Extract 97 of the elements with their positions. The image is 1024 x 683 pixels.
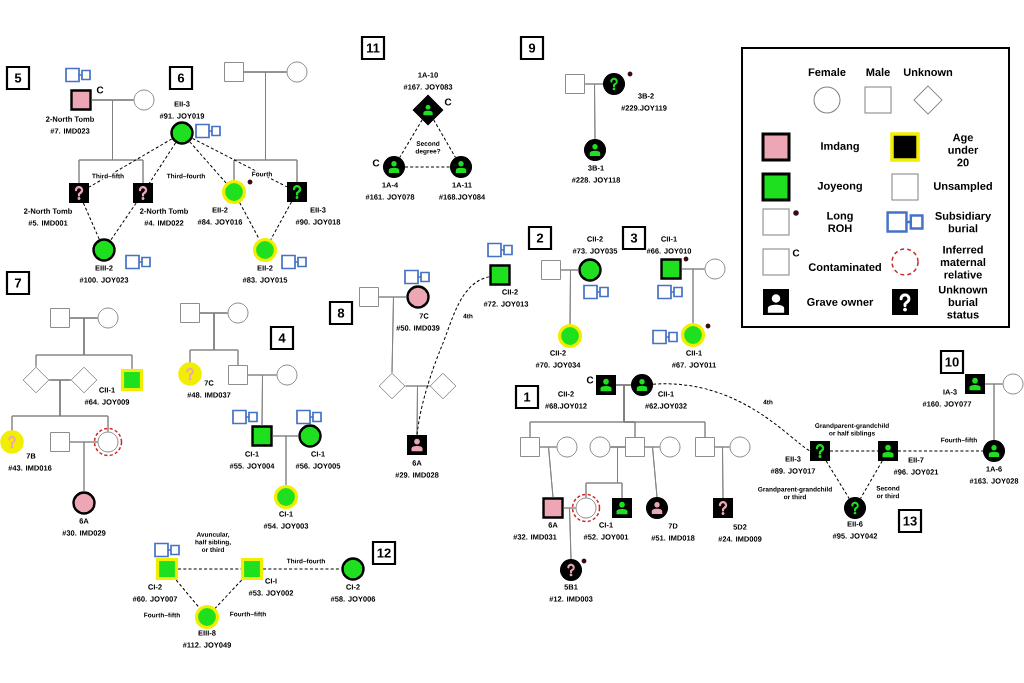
- kinship-line: [897, 450, 984, 452]
- pedigree-square: [180, 303, 200, 323]
- descent-line: [722, 446, 730, 499]
- pedigree-circle: [659, 436, 681, 458]
- panel-number: 12: [371, 540, 397, 566]
- kinship-line: [399, 119, 423, 159]
- descent-line: [265, 71, 298, 183]
- pedigree-circle: [1002, 373, 1024, 395]
- kinship-line: [88, 138, 173, 188]
- descent-line: [652, 446, 660, 498]
- kinship-line: [175, 579, 200, 609]
- descent-line: [83, 317, 133, 370]
- pedigree-circle: [286, 61, 308, 83]
- pedigree-diamond: [22, 366, 50, 394]
- pedigree-square: [50, 432, 70, 452]
- legend-label: Inferred maternal relative: [940, 245, 986, 279]
- legend-label: Grave owner: [807, 298, 874, 306]
- status-letter: C: [96, 86, 104, 94]
- descent-line: [285, 435, 299, 486]
- panel-number: 3: [621, 225, 647, 251]
- pedigree-diamond: [378, 372, 406, 400]
- legend-label: Unknown burial status: [938, 285, 988, 319]
- descent-line: [569, 507, 576, 560]
- kinship-line: [82, 202, 100, 240]
- pedigree-circle: [729, 436, 751, 458]
- descent-line: [59, 379, 109, 432]
- panel-number: 13: [897, 508, 923, 534]
- kinship-line: [149, 142, 177, 184]
- descent-line: [213, 312, 239, 366]
- legend-label: Joyeong: [817, 182, 862, 192]
- legend-label: Contaminated: [808, 262, 881, 272]
- pedigree-square: [228, 365, 248, 385]
- kinship-line: [191, 137, 288, 188]
- panel-number: 10: [939, 349, 965, 375]
- pedigree-circle: [589, 436, 611, 458]
- legend-label: Female: [808, 67, 846, 77]
- descent-line: [416, 385, 430, 436]
- kinship-line: [262, 568, 342, 570]
- status-letter: C: [372, 159, 380, 167]
- pedigree-square: [520, 437, 540, 457]
- kinship-line: [433, 119, 456, 158]
- descent-line: [993, 383, 1003, 441]
- pedigree-diamond: [429, 372, 457, 400]
- kinship-line: [825, 460, 850, 500]
- pedigree-diamond: [70, 366, 98, 394]
- legend-label: Unknown: [903, 67, 953, 77]
- kinship-line: [404, 166, 451, 168]
- kinship-line: [416, 276, 490, 436]
- pedigree-square: [625, 437, 645, 457]
- kinship-line: [860, 460, 883, 499]
- legend-label: Age under 20: [948, 133, 979, 167]
- pedigree-square: [695, 437, 715, 457]
- pedigree-circle: [556, 436, 578, 458]
- pedigree-square: [565, 74, 585, 94]
- pedigree-square: [50, 308, 70, 328]
- descent-line: [548, 446, 557, 498]
- pedigree-square: [541, 260, 561, 280]
- pedigree-square: [224, 62, 244, 82]
- kinship-line: [214, 579, 243, 609]
- descent-line: [261, 374, 277, 426]
- pedigree-square: [359, 287, 379, 307]
- kinship-line: [189, 141, 227, 184]
- status-letter: C: [444, 98, 452, 106]
- panel-number: 11: [360, 35, 386, 61]
- descent-line: [391, 296, 407, 373]
- panel-number: 6: [168, 65, 194, 91]
- panel-number: 2: [527, 225, 553, 251]
- pedigree-circle: [97, 307, 119, 329]
- pedigree-circle: [704, 258, 726, 280]
- legend-label: Long ROH: [827, 211, 853, 233]
- panel-number: 7: [5, 270, 31, 296]
- panel-number: 1: [514, 384, 540, 410]
- legend-label: Male: [866, 67, 890, 77]
- descent-line: [569, 269, 579, 325]
- descent-line: [83, 441, 98, 492]
- legend-label: Imdang: [821, 141, 859, 153]
- legend-label: Unsampled: [934, 181, 992, 193]
- kinship-line: [239, 202, 260, 240]
- kinship-line: [110, 202, 137, 241]
- kinship-line: [177, 568, 242, 570]
- kinship-line: [270, 201, 292, 240]
- status-letter: C: [792, 249, 800, 257]
- pedigree-circle: [133, 89, 155, 111]
- pedigree-circle: [227, 302, 249, 324]
- legend-label: Subsidiary burial: [935, 211, 992, 233]
- pedigree-circle: [276, 364, 298, 386]
- panel-number: 5: [5, 65, 31, 91]
- status-letter: C: [586, 376, 594, 384]
- kinship-line: [829, 450, 879, 452]
- panel-number: 4: [269, 325, 295, 351]
- kinship-line: [652, 383, 811, 452]
- panel-number: 8: [328, 300, 354, 326]
- panel-number: 9: [519, 35, 545, 61]
- descent-line: [617, 446, 626, 499]
- descent-line: [112, 99, 144, 184]
- descent-line: [692, 268, 705, 324]
- descent-line: [594, 83, 604, 140]
